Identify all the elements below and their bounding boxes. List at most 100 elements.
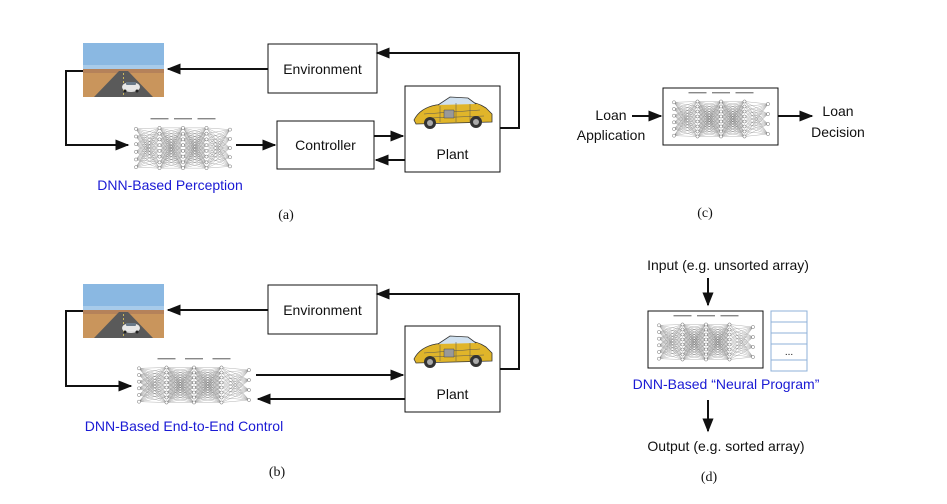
network-edge [673,101,698,110]
network-edge [138,377,167,396]
network-edge [658,324,683,353]
network-node [719,124,723,129]
network-node [192,385,196,390]
network-edge [658,334,683,346]
network-edge [658,344,683,359]
network-edge [221,369,250,403]
network-node [695,109,700,114]
network-edge [673,102,698,112]
network-edge [138,382,167,402]
network-edge [720,101,745,107]
network-edge [682,324,707,330]
network-edge [159,127,184,169]
network-edge [182,156,207,169]
network-node [680,352,685,357]
network-edge [658,345,683,350]
network-edge [182,150,207,169]
network-node [742,114,747,119]
network-edge [682,334,707,360]
network-edge [221,369,250,378]
network-edge [182,127,207,169]
network-edge [697,101,722,117]
environment-box-a [267,43,378,94]
network-edge [206,129,231,163]
network-edge [744,113,769,137]
network-node [704,342,708,347]
network-edge [166,367,195,383]
network-edge [673,106,698,110]
network-node [766,132,770,136]
network-node [695,104,700,109]
network-edge [221,369,250,383]
arrow-plant-to-environment-a [375,47,520,129]
network-node [742,124,747,129]
network-edge [697,116,722,137]
road-photo-a [82,42,165,98]
network-edge [138,377,167,402]
network-edge [206,145,231,158]
network-node [134,150,138,154]
network-edge [135,139,160,145]
network-edge [720,126,745,137]
network-node [727,327,732,332]
network-edge [658,351,683,355]
network-edge [673,106,698,123]
network-edge [720,101,745,112]
network-edge [182,145,207,169]
network-edge [221,369,250,388]
network-edge [744,103,769,132]
program-network-d [657,315,755,362]
network-edge [166,367,195,388]
network-edge [221,369,250,373]
network-edge [166,377,195,403]
network-edge [720,101,745,127]
network-edge [193,377,222,403]
network-layer-caption-mark [697,315,715,317]
network-node [704,352,708,357]
network-edge [682,344,707,360]
network-node [695,99,700,104]
network-edge [744,101,769,105]
network-edge [135,139,160,160]
network-edge [673,131,698,136]
network-edge [135,139,160,168]
network-node [751,335,755,339]
network-edge [138,387,167,389]
network-edge [182,127,207,146]
network-edge [193,387,222,403]
network-edge [138,372,167,389]
network-edge [673,101,698,123]
network-edge [193,367,222,378]
network-edge [673,101,698,136]
network-edge [697,101,722,127]
network-node [164,400,169,405]
network-edge [182,133,207,169]
network-node [742,134,747,139]
network-edge [697,126,722,137]
network-edge [697,121,722,137]
network-edge [206,150,231,158]
network-node [157,160,162,165]
network-edge [673,106,698,116]
panel-c: Loan Application Loan Decision (c) [577,87,865,221]
network-edge [166,367,195,403]
network-node [181,166,185,170]
caption-a: (a) [278,208,294,223]
network-edge [682,329,707,360]
network-node [704,322,708,327]
memory-tape: ... [770,310,808,372]
network-layer-caption-mark [212,358,231,360]
network-node [719,129,723,134]
network-node [672,113,676,118]
network-node [727,347,732,352]
network-edge [138,401,167,403]
network-node [228,146,232,150]
network-node [657,356,661,361]
arrow-plant-to-environment-b [375,288,520,370]
network-edge [673,126,698,136]
network-edge [729,356,754,360]
network-edge [697,131,722,137]
network-node [742,129,747,134]
network-edge [658,351,683,360]
network-edge [135,128,160,140]
